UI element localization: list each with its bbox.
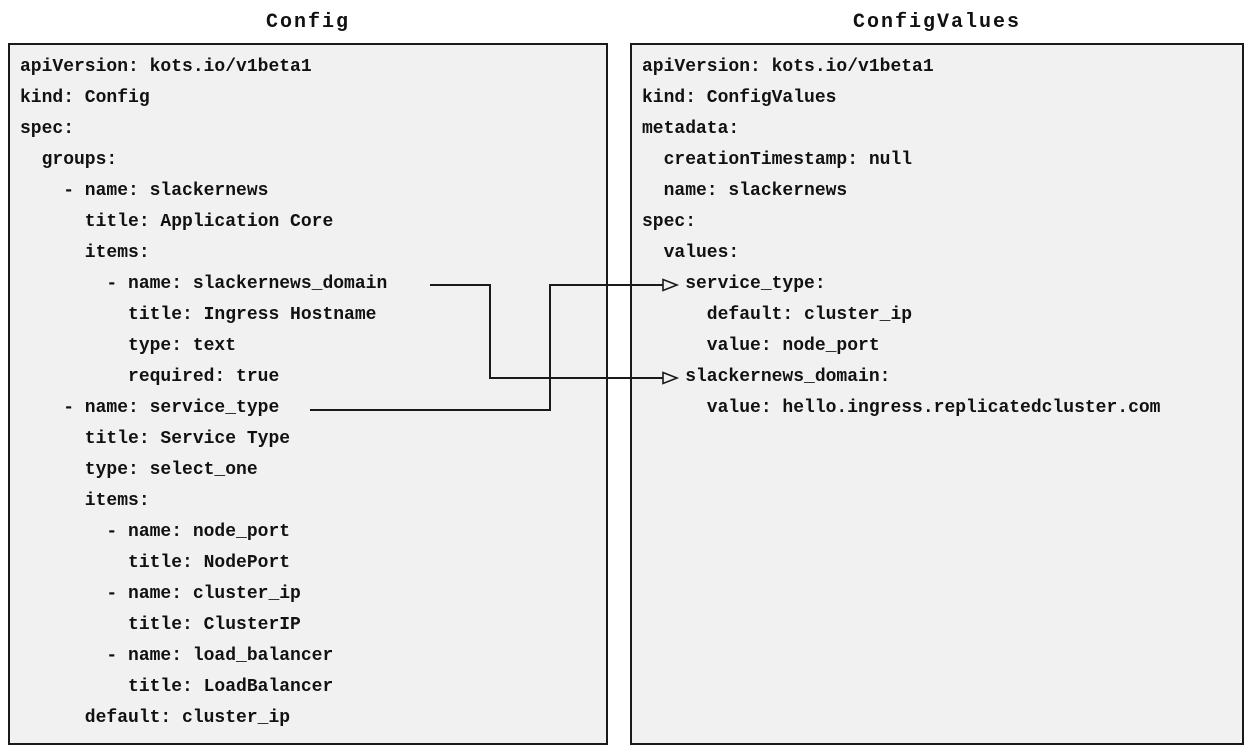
code-line: - name: slackernews_domain xyxy=(20,274,388,294)
code-line: - name: slackernews xyxy=(20,181,269,201)
code-line: creationTimestamp: null xyxy=(642,150,913,170)
configvalues-yaml-panel: apiVersion: kots.io/v1beta1 kind: ConfigV… xyxy=(630,43,1244,745)
code-line: service_type: xyxy=(642,274,826,294)
code-line: type: text xyxy=(20,336,237,356)
code-line: spec: xyxy=(642,212,697,232)
code-line: title: Service Type xyxy=(20,429,291,449)
code-line: metadata: xyxy=(642,119,740,139)
code-line: title: NodePort xyxy=(20,553,291,573)
config-yaml-panel: apiVersion: kots.io/v1beta1 kind: Config s… xyxy=(8,43,608,745)
code-line: - name: service_type xyxy=(20,398,280,418)
code-line: slackernews_domain: xyxy=(642,367,891,387)
code-line: items: xyxy=(20,243,150,263)
configvalues-yaml-code: apiVersion: kots.io/v1beta1 kind: ConfigV… xyxy=(632,45,1242,424)
code-line: values: xyxy=(642,243,740,263)
code-line: items: xyxy=(20,491,150,511)
code-line: value: hello.ingress.replicatedcluster.c… xyxy=(642,398,1161,418)
code-line: spec: xyxy=(20,119,75,139)
code-line: title: LoadBalancer xyxy=(20,677,334,697)
code-line: kind: ConfigValues xyxy=(642,88,837,108)
code-line: default: cluster_ip xyxy=(642,305,913,325)
code-line: apiVersion: kots.io/v1beta1 xyxy=(20,57,312,77)
code-line: groups: xyxy=(20,150,118,170)
code-line: - name: load_balancer xyxy=(20,646,334,666)
code-line: apiVersion: kots.io/v1beta1 xyxy=(642,57,934,77)
code-line: name: slackernews xyxy=(642,181,848,201)
code-line: title: ClusterIP xyxy=(20,615,301,635)
config-panel-title: Config xyxy=(265,10,350,34)
configvalues-panel-title: ConfigValues xyxy=(852,10,1022,34)
code-line: default: cluster_ip xyxy=(20,708,291,728)
code-line: title: Ingress Hostname xyxy=(20,305,377,325)
code-line: title: Application Core xyxy=(20,212,334,232)
code-line: required: true xyxy=(20,367,280,387)
code-line: type: select_one xyxy=(20,460,258,480)
code-line: - name: cluster_ip xyxy=(20,584,301,604)
config-yaml-code: apiVersion: kots.io/v1beta1 kind: Config s… xyxy=(10,45,606,734)
code-line: value: node_port xyxy=(642,336,880,356)
code-line: - name: node_port xyxy=(20,522,291,542)
code-line: kind: Config xyxy=(20,88,150,108)
